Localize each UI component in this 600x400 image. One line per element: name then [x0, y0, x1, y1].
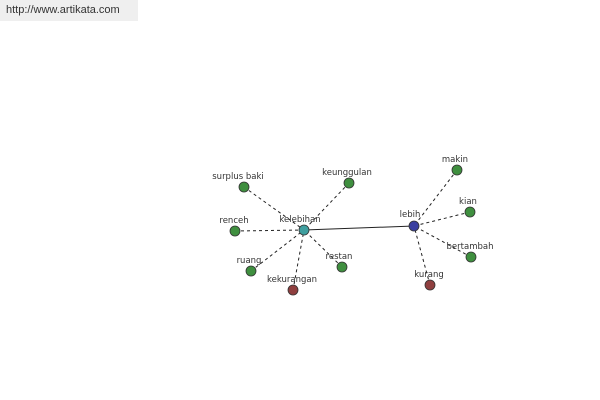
edge-kelebihan-surplus-baki — [243, 186, 305, 231]
edge-kelebihan-restan — [303, 229, 343, 268]
label-restan[interactable]: restan — [326, 252, 353, 262]
label-kurang[interactable]: kurang — [414, 270, 444, 280]
label-kian[interactable]: kian — [459, 197, 477, 207]
node-keunggulan[interactable] — [343, 177, 355, 189]
edge-lebih-makin — [413, 169, 458, 227]
source-url[interactable]: http://www.artikata.com — [0, 0, 138, 21]
edge-kelebihan-renceh — [234, 229, 305, 232]
label-lebih[interactable]: lebih — [400, 210, 421, 220]
edge-lebih-kian — [413, 211, 471, 227]
graph-labels: kelebihan lebih surplus baki keunggulan renc… — [212, 155, 493, 285]
graph-nodes — [229, 164, 477, 296]
node-restan[interactable] — [336, 261, 348, 273]
label-makin[interactable]: makin — [442, 155, 468, 165]
label-ruang[interactable]: ruang — [237, 256, 262, 266]
node-makin[interactable] — [451, 164, 463, 176]
label-renceh[interactable]: renceh — [219, 216, 248, 226]
node-renceh[interactable] — [229, 225, 241, 237]
node-kekurangan[interactable] — [287, 284, 299, 296]
label-kelebihan[interactable]: kelebihan — [279, 215, 320, 225]
node-kurang[interactable] — [424, 279, 436, 291]
label-bertambah[interactable]: bertambah — [447, 242, 494, 252]
edge-kelebihan-keunggulan — [303, 182, 350, 231]
node-bertambah[interactable] — [465, 251, 477, 263]
node-ruang[interactable] — [245, 265, 257, 277]
edge-kelebihan-kekurangan — [292, 229, 305, 291]
label-keunggulan[interactable]: keunggulan — [322, 168, 372, 178]
edge-lebih-kurang — [413, 225, 431, 286]
edge-kelebihan-ruang — [250, 229, 305, 272]
edge-kelebihan-lebih — [303, 225, 415, 231]
label-kekurangan[interactable]: kekurangan — [267, 275, 317, 285]
label-surplus-baki[interactable]: surplus baki — [212, 172, 263, 182]
node-lebih[interactable] — [408, 220, 420, 232]
edge-lebih-bertambah — [413, 225, 472, 258]
node-kelebihan[interactable] — [298, 224, 310, 236]
graph-edges — [234, 169, 472, 291]
node-kian[interactable] — [464, 206, 476, 218]
node-surplus-baki[interactable] — [238, 181, 250, 193]
